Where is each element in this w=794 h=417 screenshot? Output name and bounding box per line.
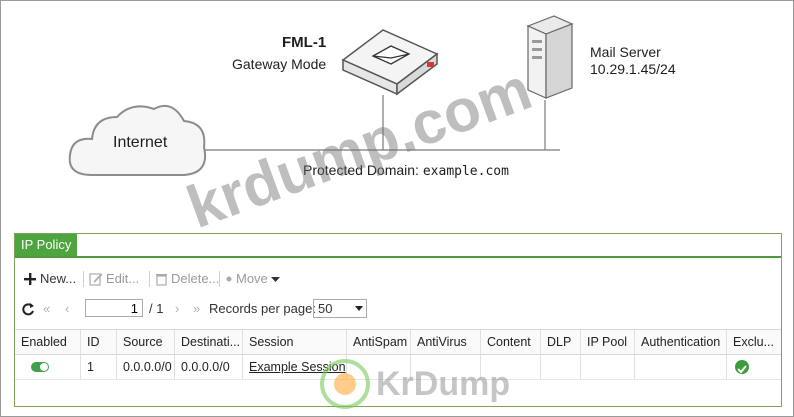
cell-session: Example Session	[243, 355, 347, 379]
column-header-antivirus[interactable]: AntiVirus	[411, 330, 481, 354]
next-page-button[interactable]: ›	[175, 301, 180, 316]
table-row[interactable]: 1 0.0.0.0/0 0.0.0.0/0 Example Session	[15, 355, 781, 380]
tab-ip-policy[interactable]: IP Policy	[15, 234, 78, 256]
cloud-icon	[68, 105, 206, 176]
chevron-down-icon	[355, 306, 363, 311]
protected-domain-prefix: Protected Domain:	[303, 162, 419, 178]
edit-button[interactable]: Edit...	[89, 267, 139, 291]
internet-label: Internet	[113, 134, 168, 151]
column-header-antispam[interactable]: AntiSpam	[347, 330, 411, 354]
mail-server-title: Mail Server	[590, 44, 661, 60]
delete-button-label: Delete...	[171, 271, 220, 286]
column-header-enabled[interactable]: Enabled	[15, 330, 81, 354]
cell-content	[481, 355, 541, 379]
column-header-destination[interactable]: Destinati...	[175, 330, 243, 354]
toolbar-separator	[219, 271, 220, 287]
toolbar-separator	[83, 271, 84, 287]
column-header-dlp[interactable]: DLP	[541, 330, 581, 354]
mail-server-ip: 10.29.1.45/24	[590, 61, 676, 77]
cell-antivirus	[411, 355, 481, 379]
protected-domain-value: example.com	[422, 164, 509, 179]
fortimail-appliance-icon	[341, 29, 439, 96]
cell-ip-pool	[581, 355, 635, 379]
table-header: Enabled ID Source Destinati... Session A…	[15, 329, 781, 355]
edit-icon	[89, 273, 103, 286]
new-button[interactable]: New...	[23, 267, 76, 291]
records-per-page-value: 50	[318, 301, 333, 316]
cell-authentication	[635, 355, 727, 379]
move-button-label: Move	[236, 271, 268, 286]
chevron-down-icon	[270, 277, 280, 282]
page-total: / 1	[149, 301, 164, 316]
refresh-icon[interactable]	[21, 302, 35, 326]
network-diagram: FML-1 Gateway Mode Mail Server 10.29.1.4…	[0, 0, 794, 205]
trash-icon	[156, 274, 167, 286]
column-header-authentication[interactable]: Authentication	[635, 330, 727, 354]
column-header-ip-pool[interactable]: IP Pool	[581, 330, 635, 354]
column-header-source[interactable]: Source	[117, 330, 175, 354]
cell-enabled	[15, 355, 81, 379]
column-header-id[interactable]: ID	[81, 330, 117, 354]
policy-table: Enabled ID Source Destinati... Session A…	[15, 329, 781, 406]
plus-icon	[24, 273, 36, 285]
panel-header: IP Policy	[15, 234, 781, 258]
page-number-input[interactable]	[85, 299, 143, 317]
column-header-session[interactable]: Session	[243, 330, 347, 354]
server-tower-icon	[526, 15, 574, 99]
column-header-content[interactable]: Content	[481, 330, 541, 354]
toolbar-separator	[149, 271, 150, 287]
prev-page-button[interactable]: ‹	[65, 301, 70, 316]
cell-source: 0.0.0.0/0	[117, 355, 175, 379]
check-circle-icon	[735, 360, 749, 374]
column-header-exclusive[interactable]: Exclu...	[733, 335, 774, 349]
cell-exclusive	[727, 355, 781, 379]
records-per-page-select[interactable]: 50	[313, 299, 367, 318]
move-icon	[226, 276, 232, 282]
cell-destination: 0.0.0.0/0	[175, 355, 243, 379]
cell-dlp	[541, 355, 581, 379]
records-per-page-label: Records per page:	[209, 301, 316, 316]
delete-button[interactable]: Delete...	[155, 267, 219, 291]
gateway-name: FML-1	[282, 34, 327, 51]
new-button-label: New...	[40, 271, 77, 286]
pager: « ‹ / 1 › » Records per page: 50	[15, 297, 781, 321]
cell-antispam	[347, 355, 411, 379]
last-page-button[interactable]: »	[193, 301, 201, 316]
protected-domain-label: Protected Domain: example.com	[303, 162, 509, 179]
edit-button-label: Edit...	[106, 271, 140, 286]
move-button[interactable]: Move	[225, 267, 280, 291]
ip-policy-panel: IP Policy New... Edit... Delete... Move …	[14, 233, 782, 407]
cell-id: 1	[81, 355, 117, 379]
toolbar: New... Edit... Delete... Move	[15, 267, 781, 291]
enabled-toggle-icon[interactable]	[31, 362, 49, 372]
gateway-mode: Gateway Mode	[232, 56, 327, 72]
diagram-lines	[205, 95, 560, 151]
session-link[interactable]: Example Session	[249, 360, 346, 374]
first-page-button[interactable]: «	[43, 301, 51, 316]
